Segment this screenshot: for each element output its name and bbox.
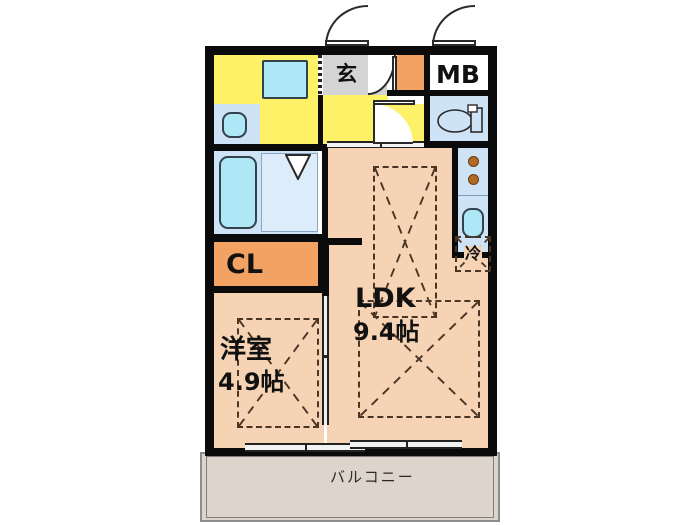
bath-door-icon[interactable] [285,154,311,180]
toilet-icon [437,104,483,133]
bathtub-icon [219,156,257,229]
ldk-floor-right-lower [452,255,488,325]
closet-area [214,242,324,286]
sink-icon [462,208,484,238]
wall-genkan-bottom [387,90,430,96]
wall-hall-genkan [318,95,323,144]
ldk-hall-door-leaf[interactable] [373,100,415,105]
wall-toilet-bottom [430,141,497,148]
wall-ldk-left-upper [322,148,328,238]
ldk-label: LDK [355,283,416,314]
meter-box-area [430,55,488,95]
ldk-area-guide-lower [358,300,480,418]
ldk-area-guide-upper [373,166,437,318]
wall-kitchen-left [452,148,458,258]
stove-burner-front-icon [468,156,479,167]
ldk-floor [327,148,452,448]
shower-space-icon [261,153,318,232]
wall-closet-bottom [205,286,327,293]
bath-unit-bottom-wall [205,234,327,242]
bedroom-balcony-window[interactable] [245,443,365,452]
wall-right [488,46,497,456]
ldk-size-label: 9.4帖 [353,318,420,346]
wall-left [205,46,214,456]
meter-box-label: MB [436,60,480,89]
shoe-closet-icon [397,55,424,95]
washing-machine-icon [262,60,308,99]
balcony-label: バルコニー [330,468,415,486]
bedroom-ldk-door[interactable] [322,293,329,425]
refrigerator-label: 冷 [464,244,483,263]
ldk-balcony-window[interactable] [350,440,462,449]
washbasin-icon [222,112,247,138]
bedroom-label: 洋室 [220,335,273,365]
bedroom-size-label: 4.9帖 [218,368,285,396]
entrance-door-leaf[interactable] [325,40,369,46]
wall-bottom-mid [205,448,497,456]
wall-top [205,46,497,55]
bedroom-area-guide [237,318,319,428]
entrance-label: 玄 [336,62,357,86]
wall-genkan-right [424,46,430,95]
meter-box-door-leaf[interactable] [432,40,476,46]
balcony-inner-edge [206,456,494,518]
bedroom-ldk-door-center-mark [322,355,329,358]
bath-unit-top-wall [205,144,327,151]
wall-ldk-left-lower [322,238,329,296]
refrigerator-icon [455,236,491,272]
hall-floor-upper [322,95,388,107]
stove-burner-rear-icon [468,174,479,185]
wall-ldk-left-notch [322,238,362,245]
wall-mb-bottom [430,90,497,96]
wall-toilet-left [424,96,430,148]
closet-label: CL [226,249,264,280]
